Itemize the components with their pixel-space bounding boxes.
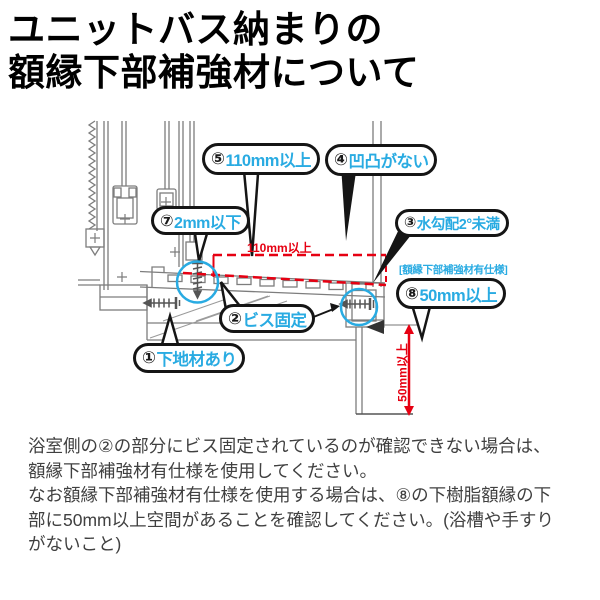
callout-2-number: ② bbox=[228, 309, 242, 328]
callout-8-label: 50mm以上 bbox=[419, 286, 498, 305]
body-text: 浴室側の②の部分にビス固定されているのが確認できない場合は、 額縁下部補強材有仕… bbox=[28, 436, 554, 554]
callout-8-number: ⑧ bbox=[405, 284, 419, 303]
callout-5-number: ⑤ bbox=[211, 150, 225, 168]
page-title: ユニットバス納まりの 額縁下部補強材について bbox=[8, 9, 420, 93]
callout-1-label: 下地材あり bbox=[156, 351, 237, 369]
callout-7-number: ⑦ bbox=[160, 212, 174, 230]
callout-4-number: ④ bbox=[334, 151, 348, 169]
spec-note-label: [額縁下部補強材有仕様] bbox=[399, 264, 508, 276]
callout-4-label: 凹凸がない bbox=[348, 153, 429, 171]
dim-110mm-label: 110mm以上 bbox=[247, 241, 312, 255]
callout-2-label: ビス固定 bbox=[242, 311, 307, 330]
callout-1-number: ① bbox=[142, 349, 156, 367]
callout-7-label: 2mm以下 bbox=[174, 214, 241, 232]
callout-5-label: 110mm以上 bbox=[225, 152, 311, 170]
callout-3-label: 水勾配2°未満 bbox=[416, 216, 500, 233]
callout-3-number: ③ bbox=[404, 215, 416, 231]
dim-50mm-label: 50mm以上 bbox=[395, 343, 410, 402]
